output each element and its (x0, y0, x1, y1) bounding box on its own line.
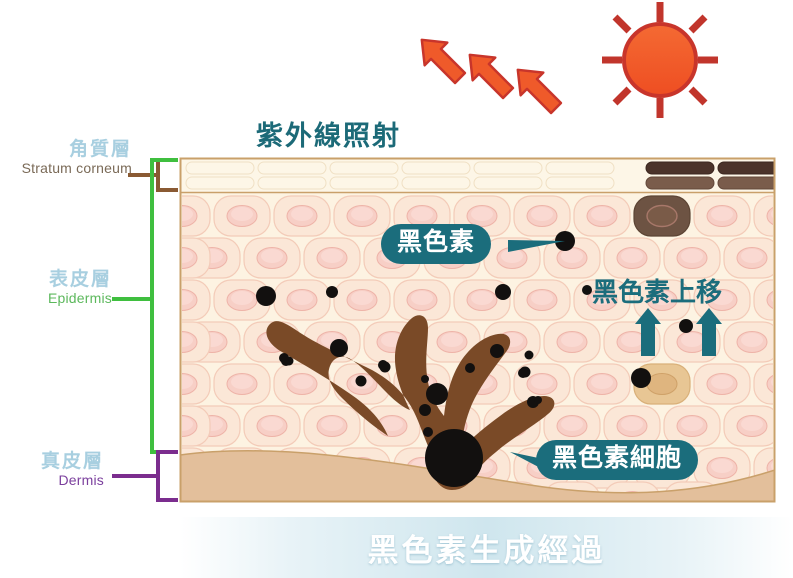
melanin-up-arrow-icon (635, 308, 722, 356)
layer-label-dermis: 真皮層 Dermis (0, 452, 104, 488)
layer-label-epidermis-en: Epidermis (47, 289, 112, 306)
melanin-callout-tail (508, 240, 565, 252)
layer-label-epidermis-cn: 表皮層 (48, 269, 112, 290)
layer-label-epidermis: 表皮層 Epidermis (0, 270, 112, 306)
bracket-epidermis (112, 158, 178, 454)
bottom-title-text: 黑色素生成經過 (367, 533, 606, 568)
callout-melanocyte: 黑色素細胞 (536, 440, 699, 480)
dermis-layer (180, 449, 775, 502)
layer-label-stratum-corneum-en: Stratum corneum (21, 159, 132, 176)
sun-icon (602, 2, 718, 118)
callout-melanin: 黑色素 (381, 224, 492, 264)
melanocyte (266, 315, 555, 490)
bottom-title-banner: 黑色素生成經過 (180, 517, 793, 578)
layer-label-stratum-corneum-cn: 角質層 (68, 139, 132, 160)
uv-ray-arrow-icon (420, 38, 563, 115)
skin-block (180, 158, 775, 502)
layer-label-dermis-en: Dermis (58, 471, 104, 488)
bracket-dermis (112, 450, 178, 502)
annotation-melanin-upward: 黑色素上移 (592, 277, 723, 307)
layer-label-dermis-cn: 真皮層 (40, 451, 104, 472)
stratum-corneum-layer (180, 158, 775, 192)
skin-block-border (179, 157, 776, 503)
layer-label-stratum-corneum: 角質層 Stratum corneum (0, 140, 132, 176)
uv-irradiation-title: 紫外線照射 (256, 121, 401, 151)
